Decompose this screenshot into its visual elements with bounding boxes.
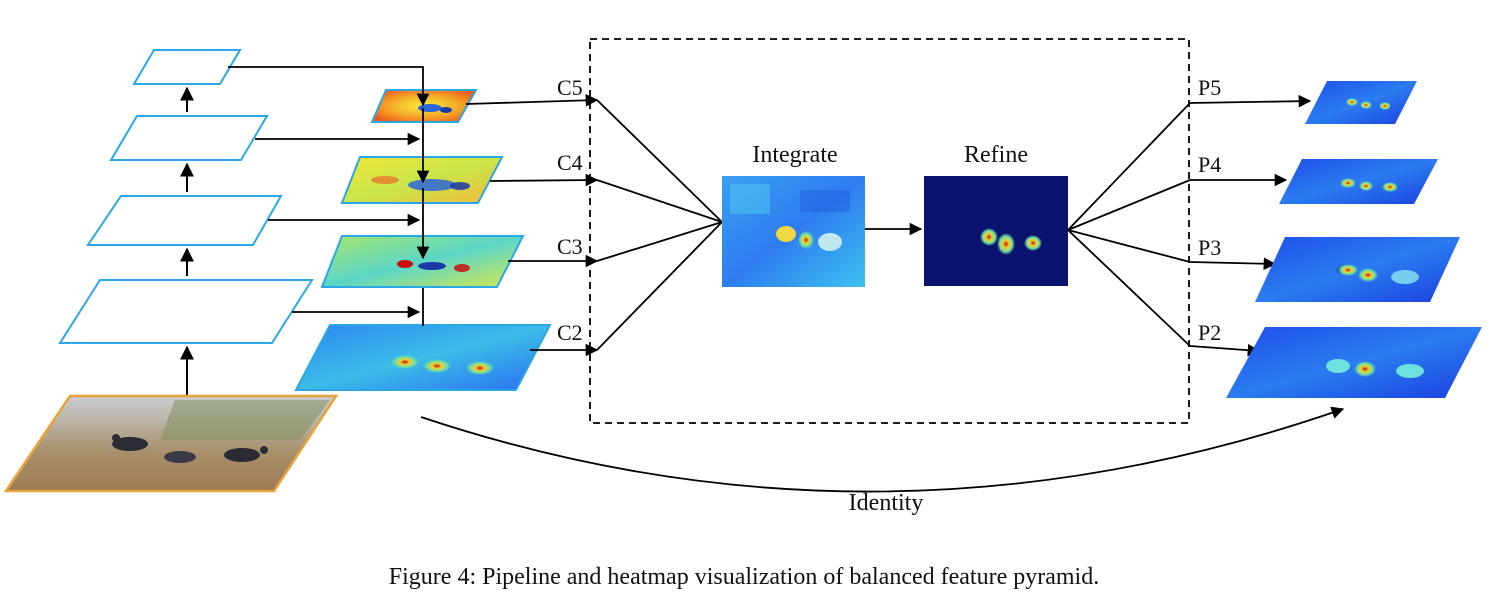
heatmap-p2 bbox=[1226, 327, 1482, 398]
heatmap-c2 bbox=[294, 324, 552, 391]
heatmap-p4 bbox=[1279, 159, 1438, 204]
label-identity: Identity bbox=[849, 490, 924, 516]
label-p2: P2 bbox=[1198, 320, 1221, 345]
backbone-level-4 bbox=[109, 115, 269, 161]
label-refine: Refine bbox=[964, 142, 1028, 168]
backbone-pyramid bbox=[58, 49, 314, 432]
backbone-level-5 bbox=[132, 49, 242, 85]
heatmap-p5 bbox=[1305, 81, 1417, 124]
lateral-connections bbox=[228, 66, 430, 326]
label-p5: P5 bbox=[1198, 75, 1221, 100]
label-c3: C3 bbox=[557, 234, 583, 259]
figure-caption: Figure 4: Pipeline and heatmap visualiza… bbox=[389, 564, 1099, 590]
backbone-level-3 bbox=[86, 195, 283, 246]
backbone-level-2 bbox=[58, 279, 314, 344]
integrate-inputs bbox=[596, 99, 723, 351]
refine-outputs bbox=[1067, 102, 1191, 347]
label-p4: P4 bbox=[1198, 152, 1221, 177]
bfp-module-box bbox=[589, 38, 1190, 424]
label-integrate: Integrate bbox=[752, 142, 837, 168]
label-c2: C2 bbox=[557, 320, 583, 345]
heatmap-c5 bbox=[370, 89, 478, 123]
identity-connection bbox=[420, 406, 1345, 493]
refine-heatmap bbox=[924, 176, 1068, 286]
label-p3: P3 bbox=[1198, 235, 1221, 260]
label-c4: C4 bbox=[557, 150, 583, 175]
heatmap-p3 bbox=[1255, 237, 1460, 302]
integrate-heatmap bbox=[722, 176, 865, 287]
heatmap-c4 bbox=[340, 156, 504, 204]
label-c5: C5 bbox=[557, 75, 583, 100]
box-to-p-arrows bbox=[1189, 94, 1312, 357]
c-to-box-arrows bbox=[465, 94, 599, 357]
heatmap-c3 bbox=[320, 235, 525, 288]
input-photo bbox=[3, 394, 339, 493]
